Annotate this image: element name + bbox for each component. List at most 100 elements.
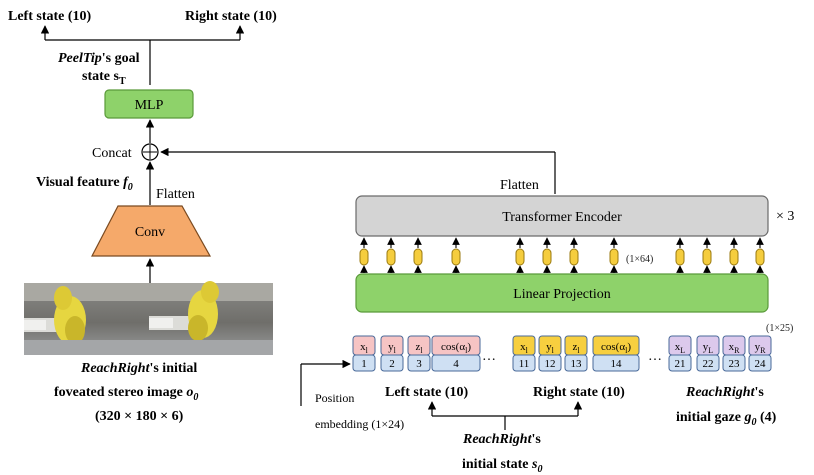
token-index-label: 14 <box>611 358 623 370</box>
stereo-image-left-view <box>24 283 149 355</box>
initial-state-sub: 0 <box>537 464 542 475</box>
left-state-input-label: Left state (10) <box>385 385 469 400</box>
flatten-right-label: Flatten <box>500 178 539 193</box>
token-index-cell <box>592 354 640 372</box>
initial-state-label-line2: initial state s0 <box>462 457 542 475</box>
token-index-label: 2 <box>389 358 395 370</box>
initial-gaze-sub: 0 <box>751 417 756 428</box>
token-index-cell <box>668 354 692 372</box>
embedding-capsule <box>386 248 396 266</box>
token-index-label: 23 <box>729 358 741 370</box>
token: cos(αl) 14 <box>592 335 640 372</box>
right-state-input-label: Right state (10) <box>533 385 625 400</box>
concat-label: Concat <box>92 146 132 161</box>
embedding-token <box>755 237 765 273</box>
token: zl3 <box>407 335 431 372</box>
token-index-label: 12 <box>545 358 556 370</box>
token-value-label: yR <box>755 341 767 355</box>
transformer-label: Transformer Encoder <box>502 210 622 225</box>
token-value-label: yl <box>546 341 555 355</box>
token-index-label: 24 <box>755 358 767 370</box>
token-index-label: 21 <box>675 358 686 370</box>
image-caption-name: ReachRight <box>80 361 151 376</box>
embedding-capsule <box>515 248 525 266</box>
token-index-cell <box>564 354 588 372</box>
embedding-token <box>729 237 739 273</box>
token-value-label: cos(αl) <box>441 341 471 355</box>
initial-state-text: initial state <box>462 457 532 472</box>
embedding-capsule <box>609 248 619 266</box>
embedding-capsule <box>451 248 461 266</box>
dim-64-label: (1×64) <box>626 254 653 265</box>
embedding-capsule <box>729 248 739 266</box>
left-state-output-label: Left state (10) <box>8 9 92 24</box>
linear-projection-label: Linear Projection <box>513 287 611 302</box>
token-value-label: yl <box>388 341 397 355</box>
embedding-token <box>386 237 396 273</box>
embedding-token <box>675 237 685 273</box>
position-embedding-label-line2: embedding (1×24) <box>315 417 404 431</box>
token: yl 12 <box>538 335 562 372</box>
embedding-capsule <box>542 248 552 266</box>
token-value-label: xR <box>729 341 741 355</box>
embedding-capsule <box>569 248 579 266</box>
embedding-layer <box>359 237 765 273</box>
embedding-capsule <box>702 248 712 266</box>
initial-state-name: ReachRight <box>462 432 533 447</box>
token: yl 2 <box>380 335 404 372</box>
concat-node <box>141 143 159 161</box>
token-sequence: xl1yl2zl3cos(αl)4xl11yl12zl13cos(αl)14xL… <box>352 335 772 372</box>
transformer-repeat-label: × 3 <box>776 209 794 224</box>
token: xR 23 <box>722 335 746 372</box>
image-caption-suffix: 's initial <box>149 361 197 376</box>
initial-state-label-line1: ReachRight's <box>462 432 541 447</box>
image-caption-sub: 0 <box>193 392 198 403</box>
transformer-encoder-block: Transformer Encoder <box>355 195 769 237</box>
token-index-label: 1 <box>361 358 367 370</box>
token: yL 22 <box>696 335 720 372</box>
embedding-token <box>702 237 712 273</box>
initial-state-symbol: s <box>531 457 538 472</box>
image-caption-line1: ReachRight's initial <box>80 361 197 376</box>
goal-state-label-line2: state sT <box>82 69 126 87</box>
right-state-output-label: Right state (10) <box>185 9 277 24</box>
position-embedding-label-line1: Position <box>315 391 354 405</box>
token-index-cell <box>748 354 772 372</box>
embedding-capsule <box>413 248 423 266</box>
initial-gaze-symbol: g <box>743 410 751 425</box>
conv-block: Conv <box>91 205 212 257</box>
token: yR 24 <box>748 335 772 372</box>
embedding-token <box>515 237 525 273</box>
conv-label: Conv <box>135 225 165 240</box>
visual-feature-text: Visual feature <box>36 175 123 190</box>
goal-state-sub: T <box>119 76 126 87</box>
goal-state-text: state s <box>82 69 119 84</box>
token-index-label: 22 <box>703 358 714 370</box>
token-value-label: cos(αl) <box>601 341 631 355</box>
token-index-cell <box>538 354 562 372</box>
goal-suffix: 's goal <box>102 51 140 66</box>
image-caption-text: foveated stereo image <box>54 385 186 400</box>
image-caption-symbol: o <box>186 385 193 400</box>
token-index-cell <box>407 354 431 372</box>
initial-gaze-text: initial gaze <box>676 410 744 425</box>
mlp-label: MLP <box>135 98 164 113</box>
ellipsis-1: … <box>482 349 496 364</box>
linear-projection-block: Linear Projection <box>355 273 769 313</box>
token: cos(αl)4 <box>431 335 481 372</box>
output-branch-arrows <box>40 25 245 85</box>
initial-state-branch-arrows <box>427 401 583 430</box>
stereo-image-right-view <box>149 281 273 355</box>
embedding-token <box>609 237 619 273</box>
embedding-capsule <box>675 248 685 266</box>
initial-gaze-tail: (4) <box>756 410 776 425</box>
embedding-token <box>359 237 369 273</box>
token-value-label: yL <box>703 341 714 355</box>
embedding-capsule <box>755 248 765 266</box>
token: xl1 <box>352 335 376 372</box>
dim-25-label: (1×25) <box>766 323 793 334</box>
initial-gaze-name: ReachRight <box>685 385 756 400</box>
